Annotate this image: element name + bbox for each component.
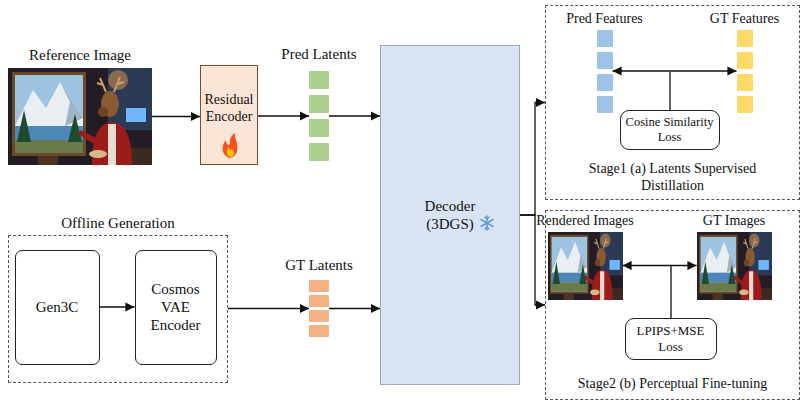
- box-label: LPIPS+MSE Loss: [631, 323, 711, 354]
- latent-square: [597, 74, 613, 91]
- latent-square: [597, 30, 613, 47]
- flame-outer: [223, 133, 238, 158]
- node-heading: Pred Features: [566, 11, 643, 28]
- arrow-connector: [613, 70, 737, 71]
- latent-square: [309, 119, 329, 137]
- latent-square: [309, 280, 329, 292]
- loss-leader-line: [669, 72, 670, 110]
- latent-square: [737, 30, 753, 47]
- node-heading: Offline Generation: [61, 214, 174, 232]
- process-box: Gen3C: [15, 250, 100, 365]
- image-illustration: [697, 232, 772, 300]
- node-heading: Pred Latents: [281, 45, 356, 63]
- latent-square: [597, 52, 613, 69]
- scene-instance: [697, 232, 772, 300]
- latent-square: [309, 95, 329, 113]
- node-heading: Reference Image: [29, 46, 131, 64]
- arrow-connector: [100, 306, 135, 307]
- encoder-box: Residual Encoder: [200, 65, 258, 165]
- latent-square: [737, 52, 753, 69]
- snowflake-tips: [485, 217, 489, 229]
- image-thumbnail: GT Images: [697, 232, 772, 300]
- loss-box: Cosine Similarity Loss: [620, 110, 720, 150]
- box-label: Decoder (3DGS): [415, 197, 485, 233]
- node-heading: GT Latents: [285, 256, 353, 274]
- latent-stack: GT Latents: [309, 280, 329, 337]
- box-label: Gen3C: [22, 298, 92, 316]
- latent-square: [309, 310, 329, 322]
- flame-inner: [227, 147, 234, 157]
- node-heading: Rendered Images: [536, 213, 634, 230]
- stage-group: Stage1 (a) Latents Supervised Distillati…: [545, 5, 800, 200]
- latent-square: [309, 71, 329, 89]
- node-heading: GT Features: [710, 11, 779, 28]
- loss-box: LPIPS+MSE Loss: [625, 318, 717, 360]
- snowflake-arm: [481, 220, 493, 227]
- arrow-connector: [228, 308, 309, 309]
- arrow-connector: [329, 115, 380, 116]
- stage-group: Stage2 (b) Perceptual Fine-tuning Rendere…: [545, 210, 800, 400]
- latent-square: [309, 295, 329, 307]
- latent-square: [737, 74, 753, 91]
- scene-instance: [8, 68, 152, 165]
- arrow-connector: [329, 308, 380, 309]
- loss-leader-line: [670, 266, 671, 318]
- latent-square: [309, 325, 329, 337]
- stage-caption: Stage2 (b) Perceptual Fine-tuning: [553, 376, 793, 393]
- latent-square: [309, 143, 329, 161]
- process-box: Cosmos VAE Encoder: [135, 250, 217, 365]
- dashed-group: Offline GenerationGen3CCosmos VAE Encode…: [8, 235, 228, 383]
- snowflake-arm: [486, 216, 488, 230]
- box-label: Residual Encoder: [201, 92, 257, 126]
- latent-stack: Pred Latents: [309, 71, 329, 161]
- arrow-connector: [152, 116, 200, 117]
- arrow-connector: [520, 215, 545, 305]
- arrow-connector: [623, 265, 697, 266]
- latent-square: [737, 96, 753, 113]
- node-heading: GT Images: [703, 213, 765, 230]
- decoder-box: Decoder (3DGS): [380, 45, 520, 385]
- feature-stack: GT Features: [737, 30, 753, 113]
- frozen-snowflake-icon: [481, 216, 493, 230]
- image-thumbnail: Rendered Images: [548, 232, 623, 300]
- trainable-flame-icon: [223, 133, 238, 158]
- arrow-connector: [520, 103, 545, 216]
- snowflake-arm: [481, 220, 493, 227]
- box-label: Cosmos VAE Encoder: [145, 280, 207, 334]
- arrow-connector: [258, 115, 309, 116]
- reference-image: Reference Image: [8, 68, 152, 165]
- image-illustration: [8, 68, 152, 165]
- stage-caption: Stage1 (a) Latents Supervised Distillati…: [573, 161, 773, 195]
- box-label: Cosine Similarity Loss: [622, 115, 718, 145]
- feature-stack: Pred Features: [597, 30, 613, 113]
- image-illustration: [548, 232, 623, 300]
- scene-instance: [548, 232, 623, 300]
- latent-square: [597, 96, 613, 113]
